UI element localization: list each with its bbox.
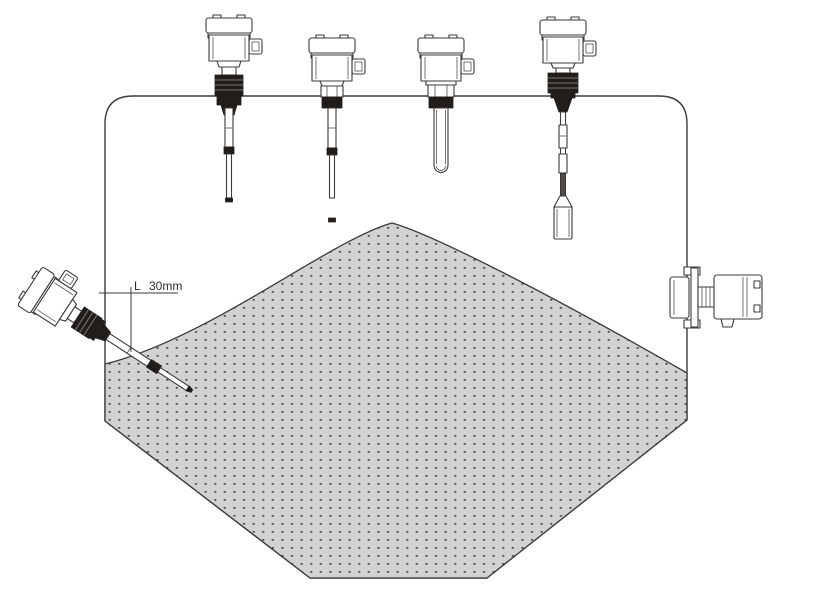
probe-tube — [433, 107, 449, 173]
electronics-housing — [713, 274, 763, 328]
sensing-cylinder — [669, 276, 690, 319]
hex-nut — [427, 84, 455, 98]
dimension-annotation: L 30mm — [99, 279, 182, 352]
dimension-value: 30mm — [149, 279, 182, 293]
sensor-head — [308, 34, 366, 82]
probe-rod — [326, 107, 338, 223]
mounting-collar — [321, 96, 343, 109]
sensor-head — [539, 16, 597, 64]
cable-gland — [720, 318, 735, 328]
suspension-cable — [560, 172, 566, 197]
sensor-right-side — [669, 266, 763, 329]
sensor-top-cable — [539, 16, 597, 240]
threaded-neck — [697, 286, 715, 308]
sensor-top-rod-1 — [205, 14, 263, 203]
sensor-head — [205, 14, 263, 62]
threaded-bushing — [547, 72, 579, 113]
hex-nut — [320, 85, 344, 98]
probe-rod — [223, 107, 235, 203]
dimension-label: L — [134, 279, 141, 293]
suspension-rod — [558, 111, 568, 197]
sensor-top-tube — [417, 34, 475, 173]
probe-rod — [105, 333, 194, 393]
sensor-top-rod-2 — [308, 34, 366, 223]
tank-outline — [104, 95, 688, 579]
sensor-left-angled — [14, 256, 194, 393]
material-pile — [104, 222, 688, 579]
threaded-bushing — [70, 306, 112, 342]
mounting-collar — [428, 96, 454, 109]
sensor-head — [417, 34, 475, 82]
mounting-flange — [690, 267, 699, 328]
weight-bob — [553, 195, 573, 240]
